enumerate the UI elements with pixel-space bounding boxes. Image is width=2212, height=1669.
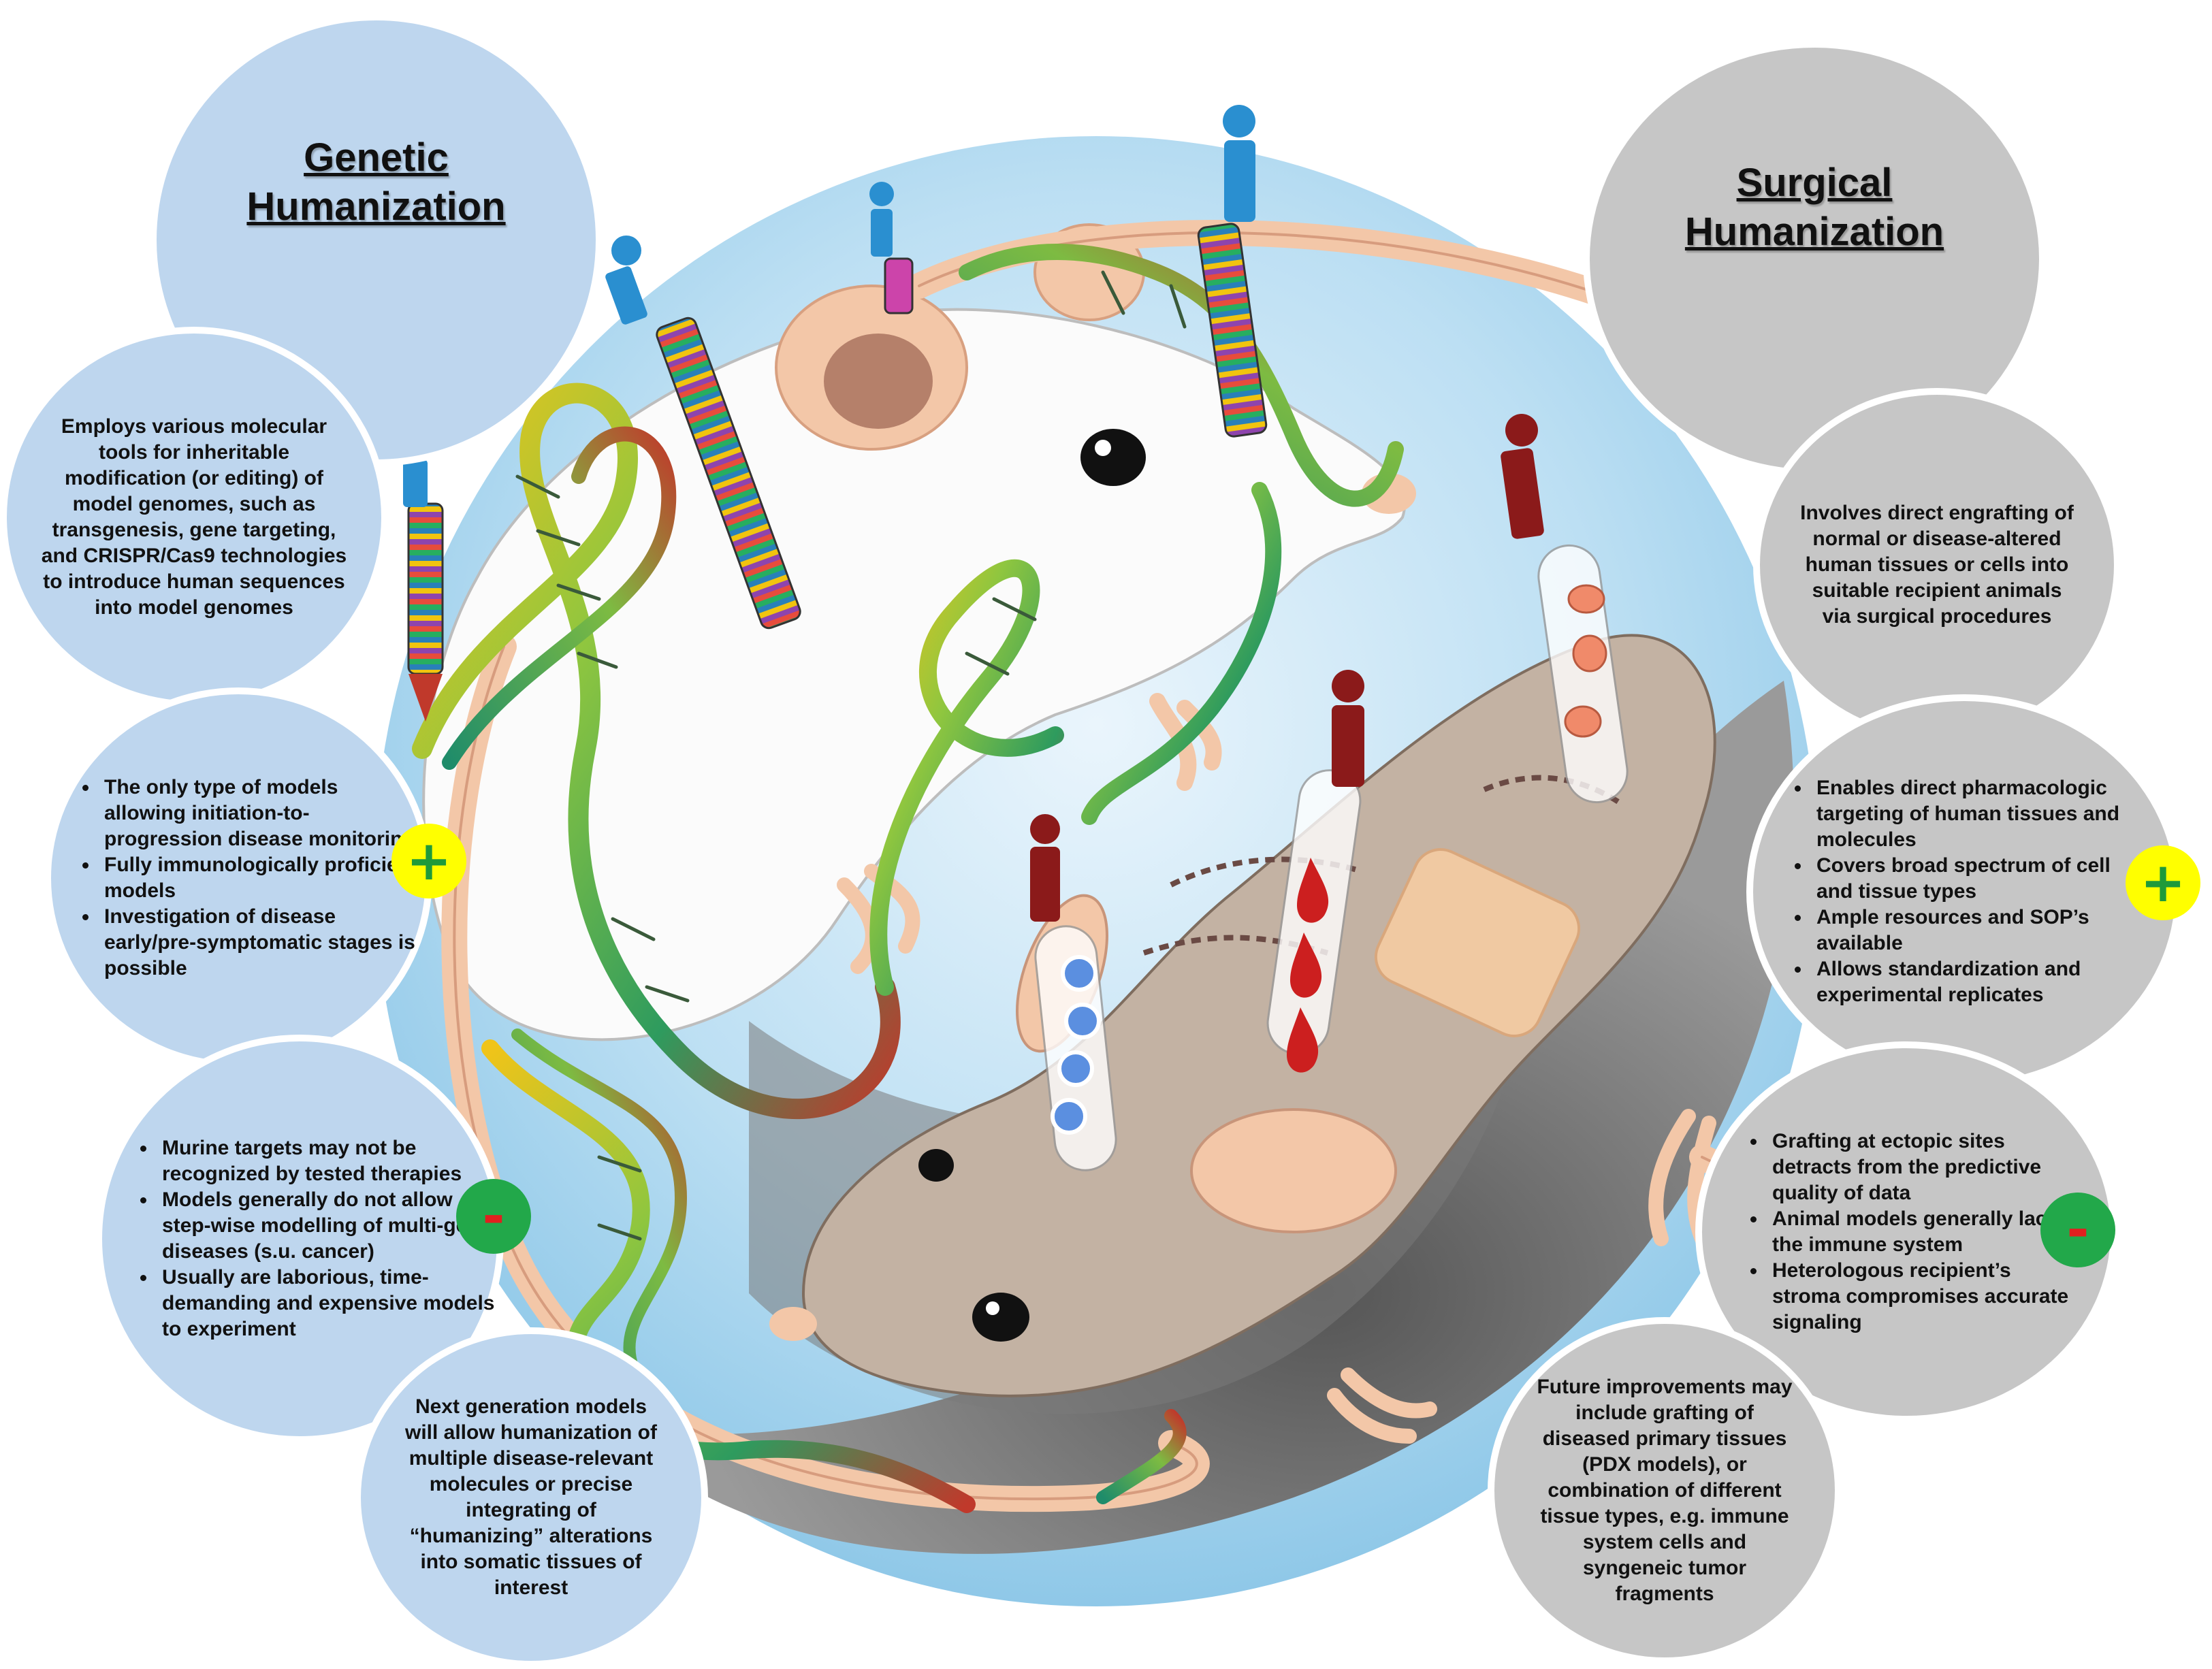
human-figure-icon (402, 105, 1255, 507)
genetic-description-circle: Employs various molecular tools for inhe… (0, 327, 388, 708)
surgical-disadvantage-item: Animal models generally lack the immune … (1767, 1206, 2073, 1258)
genetic-advantage-item: Fully immunologically proficient models (99, 852, 419, 904)
surgical-disadvantage-item: Heterologous recipient’s stroma compromi… (1767, 1258, 2073, 1335)
genetic-advantage-item: Investigation of disease early/pre-sympt… (99, 904, 419, 982)
surgical-outlook-circle: Future improvements may include grafting… (1488, 1317, 1842, 1664)
genetic-disadvantage-item: Usually are laborious, time-demanding an… (157, 1265, 497, 1342)
genetic-plus-icon: + (391, 824, 466, 898)
cell-icon (1051, 955, 1101, 1135)
graft-tubes (1030, 414, 1629, 1171)
genetic-advantage-item: The only type of models allowing initiat… (99, 775, 419, 852)
surgical-disadvantages-list: Grafting at ectopic sites detracts from … (1726, 1129, 2073, 1335)
genetic-disadvantage-item: Murine targets may not be recognized by … (157, 1135, 497, 1187)
genetic-outlook: Next generation models will allow humani… (404, 1395, 657, 1599)
surgical-advantages-list: Enables direct pharmacologic targeting o… (1770, 775, 2138, 1008)
surgical-minus-icon: - (2040, 1193, 2115, 1267)
organ-icon (1564, 584, 1607, 738)
surgical-plus-icon: + (2126, 845, 2200, 920)
surgical-advantage-item: Ample resources and SOP’s available (1811, 905, 2138, 956)
genetic-title: Genetic Humanization (246, 135, 506, 229)
surgical-disadvantage-item: Grafting at ectopic sites detracts from … (1767, 1129, 2073, 1206)
blood-drop-icon (1287, 858, 1329, 1073)
genetic-disadvantage-item: Models generally do not allow step-wise … (157, 1187, 497, 1265)
surgical-description-circle: Involves direct engrafting of normal or … (1753, 388, 2121, 742)
surgical-description: Involves direct engrafting of normal or … (1800, 502, 2074, 628)
syringe-icon (407, 223, 1268, 722)
genetic-outlook-circle: Next generation models will allow humani… (354, 1327, 708, 1668)
genetic-advantages-list: The only type of models allowing initiat… (58, 775, 419, 982)
surgical-advantage-item: Enables direct pharmacologic targeting o… (1811, 775, 2138, 853)
surgical-advantages-circle: Enables direct pharmacologic targeting o… (1746, 694, 2182, 1089)
genetic-advantages-circle: The only type of models allowing initiat… (44, 687, 432, 1069)
genetic-description: Employs various molecular tools for inhe… (41, 415, 347, 619)
human-figure-icon (1030, 414, 1544, 922)
surgical-title: Surgical Humanization (1684, 161, 1944, 254)
genetic-disadvantages-list: Murine targets may not be recognized by … (116, 1135, 497, 1342)
surgical-outlook: Future improvements may include grafting… (1537, 1376, 1793, 1605)
surgical-advantage-item: Covers broad spectrum of cell and tissue… (1811, 853, 2138, 905)
bandage-icon (1374, 848, 1581, 1037)
surgical-advantage-item: Allows standardization and experimental … (1811, 956, 2138, 1008)
genetic-minus-icon: - (456, 1179, 531, 1254)
